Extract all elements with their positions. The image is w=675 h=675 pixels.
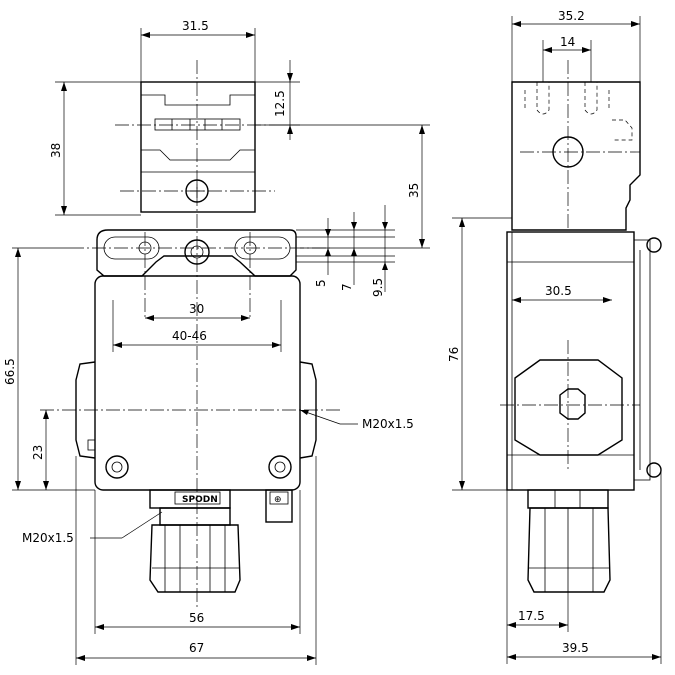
dim-side-width: 39.5: [562, 641, 589, 655]
dim-front-hole-30: 30: [189, 302, 204, 316]
dim-side-offset: 17.5: [518, 609, 545, 623]
callout-thread-bottom: M20x1.5: [22, 531, 74, 545]
dim-front-offset-9-5: 9.5: [371, 278, 385, 297]
dim-side-body: 30.5: [545, 284, 572, 298]
dim-front-head-height: 38: [49, 143, 63, 158]
front-dimensions: 31.5 12.5 38 35: [3, 19, 430, 665]
brand-plate-label: SPODN: [182, 495, 218, 505]
dim-front-width-67: 67: [189, 641, 204, 655]
side-view: 35.2 14 30.5 76 17.5: [447, 9, 662, 664]
side-dimensions: 35.2 14 30.5 76 17.5: [447, 9, 662, 664]
dim-front-top-width: 31.5: [182, 19, 209, 33]
actuator-head: [115, 81, 275, 213]
cable-gland: [149, 489, 293, 593]
dim-front-height-66-5: 66.5: [3, 358, 17, 385]
front-view: SPODN ⊕ 31.5 12.5 38: [3, 19, 430, 665]
dim-side-top-width: 35.2: [558, 9, 585, 23]
side-cable-gland: [527, 489, 611, 593]
side-housing: [500, 231, 662, 491]
dim-front-slot: 12.5: [273, 90, 287, 117]
dim-front-range: 40-46: [172, 329, 207, 343]
dim-front-to-mount: 35: [407, 183, 421, 198]
dim-side-height: 76: [447, 347, 461, 362]
terminal-mark-label: ⊕: [274, 495, 282, 505]
dim-front-width-56: 56: [189, 611, 204, 625]
dim-front-height-23: 23: [31, 445, 45, 460]
dim-side-slot: 14: [560, 35, 575, 49]
dim-front-offset-5: 5: [314, 279, 328, 287]
side-actuator-head: [511, 60, 641, 231]
mounting-plate: [70, 60, 330, 610]
dim-front-offset-7: 7: [340, 283, 354, 291]
callout-thread-side: M20x1.5: [362, 417, 414, 431]
